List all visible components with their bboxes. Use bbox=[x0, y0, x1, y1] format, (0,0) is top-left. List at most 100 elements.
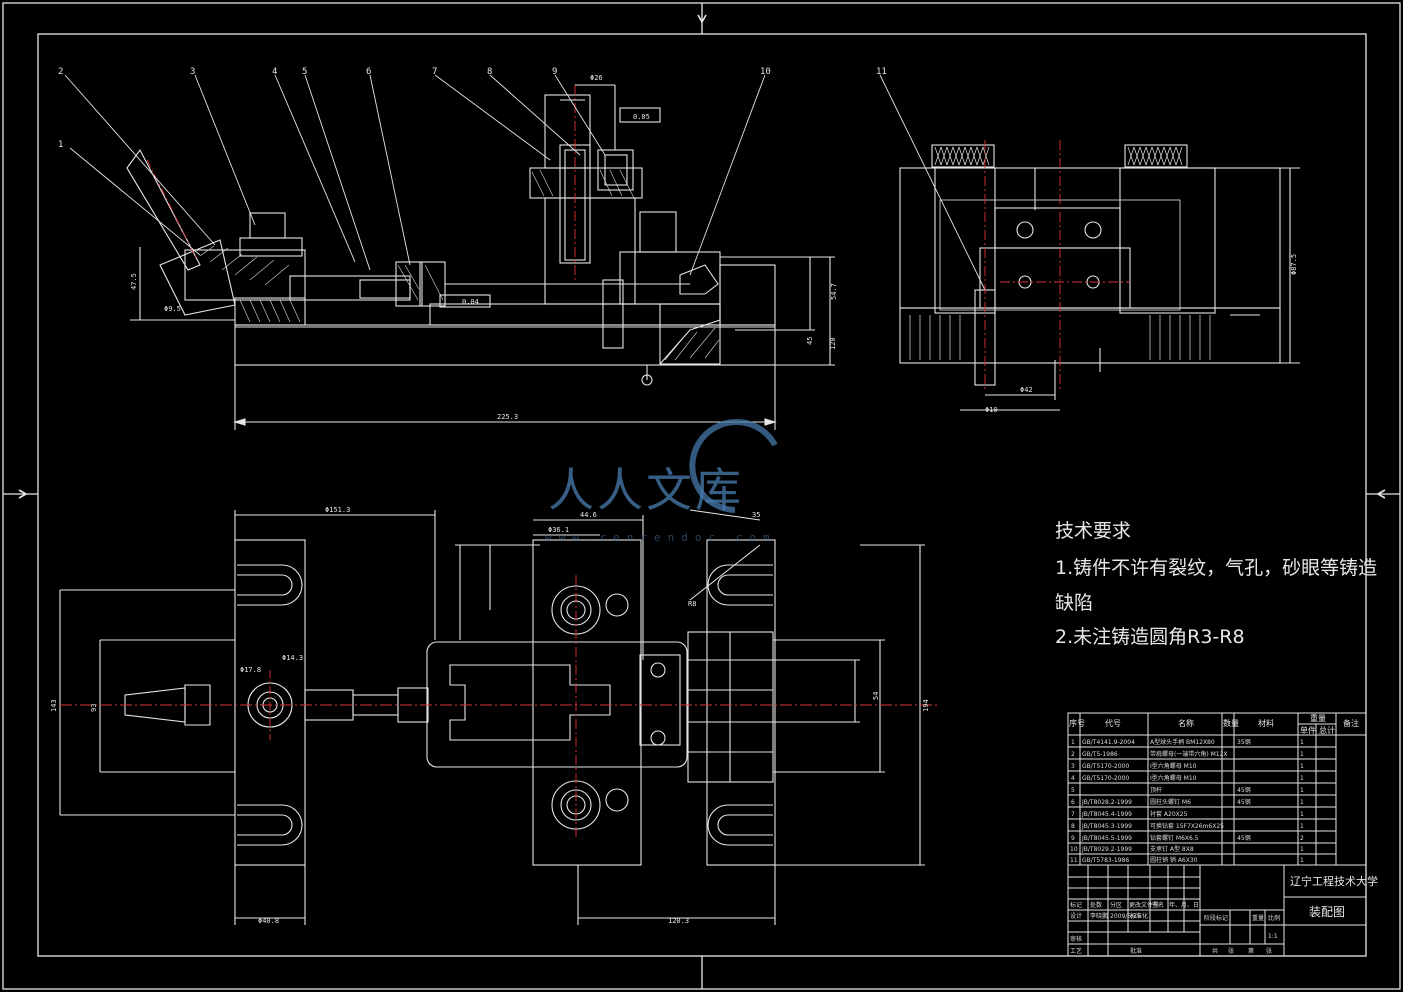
svg-text:支承钉 A型 8X8: 支承钉 A型 8X8 bbox=[1150, 845, 1194, 853]
svg-text:1: 1 bbox=[1300, 763, 1304, 770]
svg-text:3: 3 bbox=[1071, 763, 1075, 770]
parts-header-remark: 备注 bbox=[1343, 718, 1359, 728]
svg-text:GB/T5170-2000: GB/T5170-2000 bbox=[1082, 763, 1129, 770]
tb-review: 审核 bbox=[1070, 935, 1082, 943]
tb-sign: 签名 bbox=[1152, 901, 1164, 909]
watermark-logo bbox=[689, 419, 778, 513]
tb-mark: 标记 bbox=[1070, 901, 1082, 909]
svg-text:JB/T8045.3-1999: JB/T8045.3-1999 bbox=[1081, 823, 1132, 830]
callout-4: 4 bbox=[272, 67, 277, 77]
dim-plan-w2: Φ40.8 bbox=[258, 917, 279, 925]
front-view bbox=[126, 84, 835, 430]
dim-plan-v1: 194 bbox=[922, 699, 930, 712]
tb-scale: 1:1 bbox=[1268, 933, 1278, 940]
svg-text:圆柱头螺钉 M6: 圆柱头螺钉 M6 bbox=[1150, 798, 1191, 806]
dim-plan-h2: 93 bbox=[90, 704, 98, 712]
tb-approve: 批准 bbox=[1130, 947, 1142, 955]
svg-text:45钢: 45钢 bbox=[1237, 798, 1251, 806]
dim-plan-w1: Φ151.3 bbox=[325, 506, 350, 514]
tech-requirement-line3: 2.未注铸造圆角R3-R8 bbox=[1055, 626, 1245, 648]
svg-text:1: 1 bbox=[1300, 846, 1304, 853]
school-name: 辽宁工程技术大学 bbox=[1290, 874, 1378, 888]
table-row: 2 GB/T5-1986 带肩螺母(一端带六角) M12X 1 bbox=[1071, 750, 1304, 758]
svg-text:1: 1 bbox=[1300, 799, 1304, 806]
dim-plan-d1: Φ17.8 bbox=[240, 666, 261, 674]
watermark-text: 人人文库 bbox=[548, 463, 744, 517]
dim-left-height: 47.5 bbox=[130, 273, 138, 290]
parts-header-weight: 重量 bbox=[1310, 713, 1326, 723]
dim-plan-c: Φ36.1 bbox=[548, 526, 569, 534]
svg-text:JB/T8028.2-1999: JB/T8028.2-1999 bbox=[1081, 799, 1132, 806]
callout-1: 1 bbox=[58, 140, 63, 150]
tb-sheet-total: 共 bbox=[1212, 947, 1218, 955]
parts-header-no: 序号 bbox=[1069, 718, 1085, 728]
tb-weight: 重量 bbox=[1252, 914, 1264, 922]
tb-zone: 分区 bbox=[1110, 901, 1122, 909]
tb-design-date: 2009/6/25 bbox=[1110, 913, 1141, 920]
dim-plan-d2: Φ14.3 bbox=[282, 654, 303, 662]
svg-text:JB/T8045.4-1999: JB/T8045.4-1999 bbox=[1081, 811, 1132, 818]
tech-requirements-heading: 技术要求 bbox=[1055, 520, 1132, 542]
svg-text:11: 11 bbox=[1070, 857, 1078, 864]
svg-text:9: 9 bbox=[1071, 835, 1075, 842]
tb-ratio: 比例 bbox=[1268, 914, 1280, 922]
svg-text:2: 2 bbox=[1071, 751, 1075, 758]
svg-text:45钢: 45钢 bbox=[1237, 786, 1251, 794]
parts-header-qty: 数量 bbox=[1223, 718, 1239, 728]
tech-requirement-line1: 1.铸件不许有裂纹，气孔，砂眼等铸造 bbox=[1055, 557, 1378, 579]
tb-change: 更改文件号 bbox=[1129, 901, 1159, 909]
svg-text:1: 1 bbox=[1300, 811, 1304, 818]
dim-tolerance-2: 0.04 bbox=[462, 298, 479, 306]
dim-right-h2: 45 bbox=[806, 337, 814, 345]
tb-count: 处数 bbox=[1090, 901, 1102, 909]
dim-diameter: Φ9.5 bbox=[164, 305, 181, 313]
svg-text:GB/T5-1986: GB/T5-1986 bbox=[1082, 751, 1118, 758]
title-block-frame bbox=[1067, 712, 1367, 957]
svg-text:1: 1 bbox=[1300, 739, 1304, 746]
parts-header-material: 材料 bbox=[1258, 718, 1274, 728]
svg-text:衬套 A20X25: 衬套 A20X25 bbox=[1150, 810, 1188, 818]
svg-text:10: 10 bbox=[1070, 846, 1078, 853]
tb-sheet-no: 第 bbox=[1248, 947, 1254, 955]
tb-design: 设计 bbox=[1070, 912, 1082, 920]
dim-plan-w4: 44.6 bbox=[580, 511, 597, 519]
svg-text:圆柱销 销 A6X30: 圆柱销 销 A6X30 bbox=[1150, 856, 1198, 864]
callout-7: 7 bbox=[432, 67, 437, 77]
svg-text:1: 1 bbox=[1300, 787, 1304, 794]
tb-process: 工艺 bbox=[1070, 947, 1082, 955]
svg-text:1: 1 bbox=[1300, 751, 1304, 758]
side-view bbox=[899, 144, 1300, 411]
svg-text:5: 5 bbox=[1071, 787, 1075, 794]
svg-text:35钢: 35钢 bbox=[1237, 738, 1251, 746]
plan-view bbox=[59, 509, 925, 925]
watermark-url: www.renrendoc.com bbox=[545, 531, 777, 544]
callout-8: 8 bbox=[487, 67, 492, 77]
tb-date: 年、月、日 bbox=[1169, 901, 1199, 909]
svg-text:顶杆: 顶杆 bbox=[1150, 786, 1162, 794]
svg-text:8: 8 bbox=[1071, 823, 1075, 830]
dim-side-small: Φ10 bbox=[985, 406, 998, 414]
svg-text:I型六角螺母 M10: I型六角螺母 M10 bbox=[1150, 762, 1197, 770]
dim-top-width: Φ26 bbox=[590, 74, 603, 82]
svg-text:A型球头手柄 BM12X80: A型球头手柄 BM12X80 bbox=[1150, 738, 1215, 746]
tech-requirement-line2: 缺陷 bbox=[1055, 592, 1094, 614]
tb-standard: 标准化 bbox=[1130, 912, 1148, 920]
svg-text:GB/T5170-2000: GB/T5170-2000 bbox=[1082, 775, 1129, 782]
dim-plan-h1: 143 bbox=[50, 699, 58, 712]
svg-text:1: 1 bbox=[1071, 739, 1075, 746]
parts-header-name: 名称 bbox=[1178, 718, 1194, 728]
svg-text:1: 1 bbox=[1300, 857, 1304, 864]
svg-text:带肩螺母(一端带六角) M12X: 带肩螺母(一端带六角) M12X bbox=[1150, 750, 1228, 758]
parts-header-total: 总计 bbox=[1319, 725, 1335, 735]
dim-right-h3: 120 bbox=[829, 337, 837, 350]
table-row: 3 GB/T5170-2000 I型六角螺母 M10 1 bbox=[1071, 762, 1304, 770]
parts-header-code: 代号 bbox=[1105, 718, 1121, 728]
dim-side-width: Φ42 bbox=[1020, 386, 1033, 394]
parts-header-unit: 单件 bbox=[1300, 725, 1316, 735]
